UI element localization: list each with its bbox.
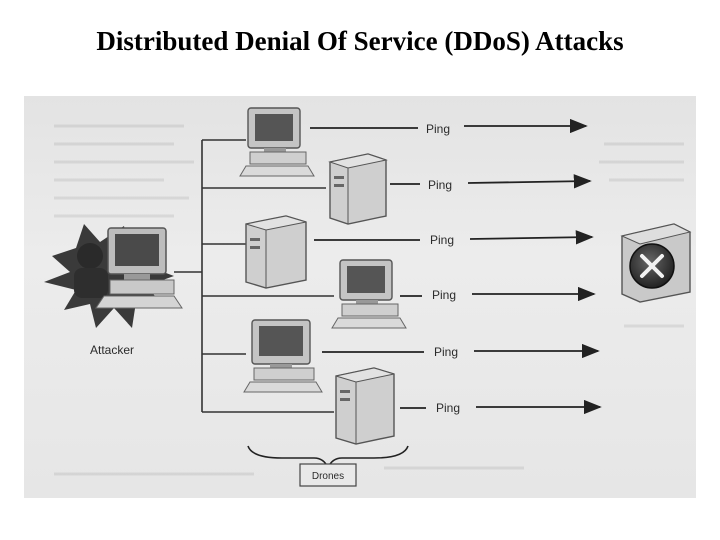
ping-label-3: Ping bbox=[430, 233, 454, 247]
slide-title: Distributed Denial Of Service (DDoS) Att… bbox=[96, 26, 624, 56]
drone-server-3 bbox=[245, 215, 307, 289]
target-server bbox=[620, 223, 692, 303]
ping-label-1: Ping bbox=[426, 122, 450, 136]
drones-label-box bbox=[299, 463, 357, 487]
drones-label: Drones bbox=[312, 471, 344, 482]
drone-workstation-4 bbox=[331, 259, 407, 329]
attacker: Attacker bbox=[44, 224, 183, 357]
ping-arrows bbox=[310, 118, 602, 415]
ping-label-4: Ping bbox=[432, 288, 456, 302]
ddos-diagram: Attacker bbox=[44, 107, 692, 487]
ddos-diagram-photo: Attacker bbox=[24, 96, 696, 498]
ping-label-6: Ping bbox=[436, 401, 460, 415]
attacker-label: Attacker bbox=[90, 343, 134, 357]
drone-server-6 bbox=[335, 367, 395, 445]
drone-workstation-5 bbox=[243, 319, 323, 393]
ping-label-2: Ping bbox=[428, 178, 452, 192]
drone-workstation-1 bbox=[239, 107, 315, 177]
drone-server-2 bbox=[328, 153, 388, 225]
ping-label-5: Ping bbox=[434, 345, 458, 359]
connector-lines bbox=[174, 139, 334, 413]
